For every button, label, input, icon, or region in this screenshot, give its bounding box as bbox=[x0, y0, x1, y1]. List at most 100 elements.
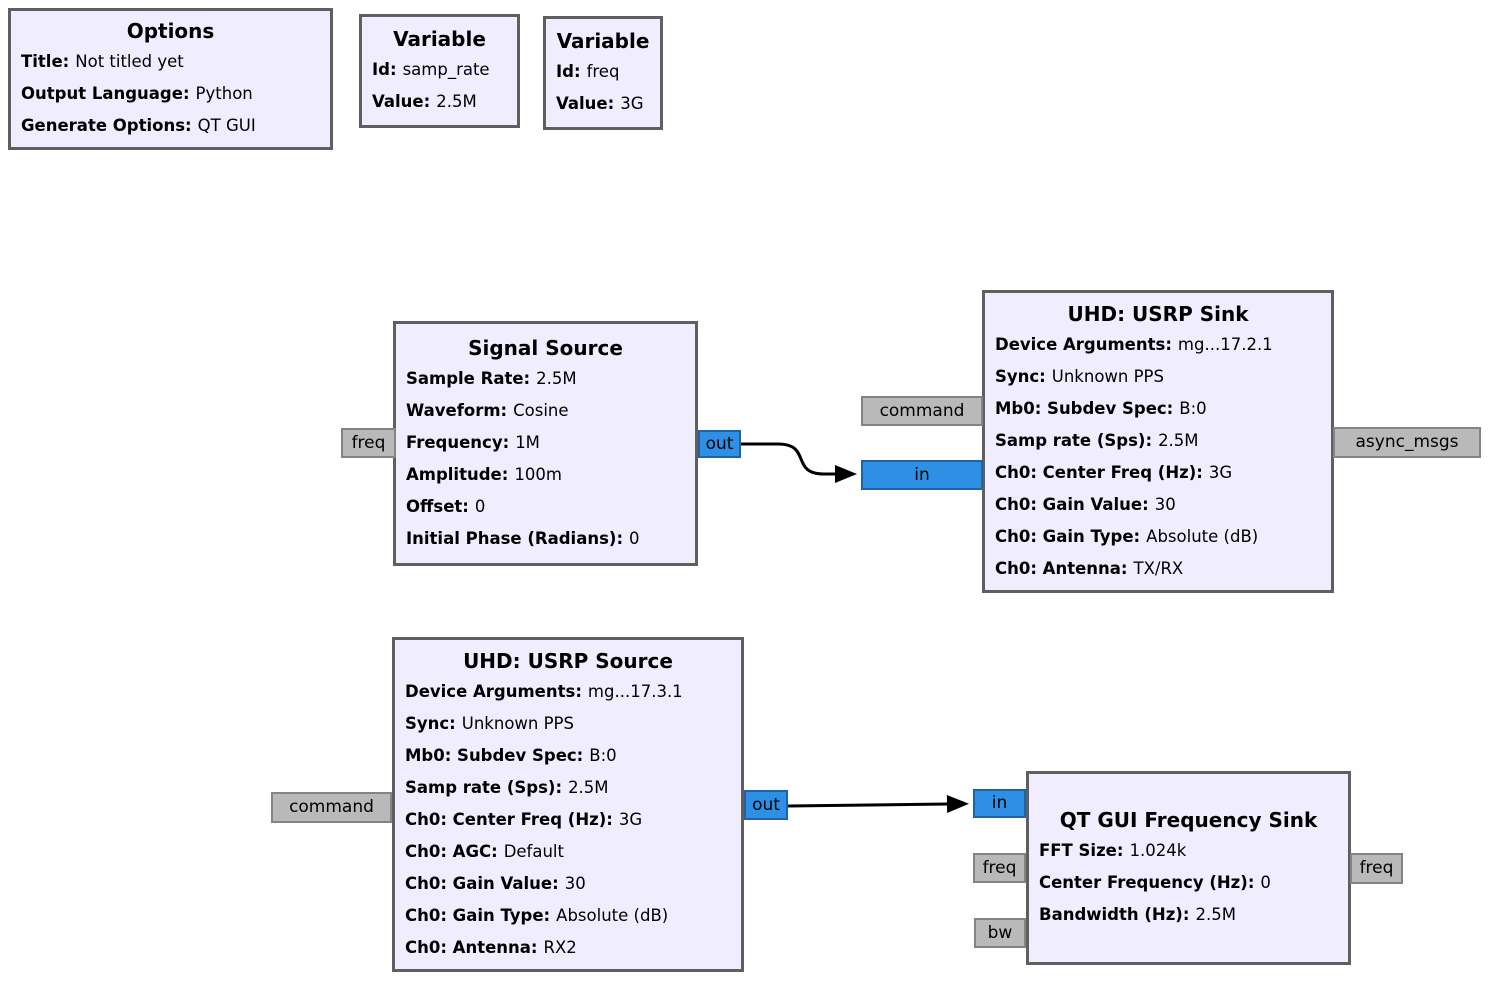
param-label: Id: bbox=[372, 60, 397, 79]
param-label: Value: bbox=[372, 92, 431, 111]
param-line: Bandwidth (Hz): 2.5M bbox=[1039, 899, 1338, 931]
param-line: Samp rate (Sps):2.5M bbox=[995, 425, 1321, 457]
param-label: Sync: bbox=[405, 713, 456, 733]
param-line: Waveform:Cosine bbox=[406, 395, 685, 427]
param-value: 0 bbox=[629, 528, 640, 548]
block-title: UHD: USRP Source bbox=[463, 648, 673, 673]
param-value: 2.5M bbox=[568, 777, 609, 797]
port-qt-freq-sink-in[interactable]: in bbox=[973, 789, 1026, 818]
port-usrp-sink-command-in[interactable]: command bbox=[861, 396, 983, 426]
port-signal-source-out[interactable]: out bbox=[698, 430, 741, 458]
block-options[interactable]: Options Title: Not titled yet Output Lang… bbox=[8, 8, 333, 150]
param-label: FFT Size: bbox=[1039, 841, 1124, 860]
param-value: Default bbox=[503, 841, 564, 861]
param-label: Output Language: bbox=[21, 84, 190, 103]
param-value: Absolute (dB) bbox=[556, 905, 669, 925]
block-qt-gui-frequency-sink[interactable]: QT GUI Frequency Sink FFT Size: 1.024k Ce… bbox=[1026, 771, 1351, 965]
port-signal-source-freq-in[interactable]: freq bbox=[341, 428, 396, 458]
param-line: FFT Size: 1.024k bbox=[1039, 835, 1338, 867]
port-usrp-source-out[interactable]: out bbox=[744, 790, 788, 820]
param-label: Ch0: Center Freq (Hz): bbox=[995, 462, 1203, 482]
param-label: Sample Rate: bbox=[406, 368, 531, 388]
param-label: Device Arguments: bbox=[995, 334, 1172, 354]
param-line: Ch0: Center Freq (Hz):3G bbox=[995, 457, 1321, 489]
param-value: freq bbox=[586, 62, 620, 81]
param-line: Device Arguments:mg...17.3.1 bbox=[405, 676, 731, 708]
param-label: Initial Phase (Radians): bbox=[406, 528, 624, 548]
param-value: 30 bbox=[1154, 494, 1176, 514]
wire-usrp-source-out-to-qt-freq-sink-in[interactable] bbox=[787, 795, 969, 814]
param-value: mg...17.2.1 bbox=[1177, 334, 1273, 354]
port-usrp-sink-in[interactable]: in bbox=[861, 460, 983, 490]
param-label: Ch0: Center Freq (Hz): bbox=[405, 809, 613, 829]
param-line: Amplitude:100m bbox=[406, 459, 685, 491]
param-label: Samp rate (Sps): bbox=[405, 777, 563, 797]
param-label: Ch0: AGC: bbox=[405, 841, 498, 861]
param-line: Value:2.5M bbox=[372, 86, 507, 118]
param-label: Amplitude: bbox=[406, 464, 509, 484]
port-usrp-sink-async-msgs-out[interactable]: async_msgs bbox=[1333, 427, 1481, 458]
param-label: Mb0: Subdev Spec: bbox=[995, 398, 1174, 418]
param-label: Waveform: bbox=[406, 400, 508, 420]
param-line: Ch0: Gain Type:Absolute (dB) bbox=[995, 521, 1321, 553]
param-value: 100m bbox=[514, 464, 562, 484]
param-value: B:0 bbox=[1179, 398, 1207, 418]
param-line: Sync:Unknown PPS bbox=[995, 361, 1321, 393]
param-line: Center Frequency (Hz): 0 bbox=[1039, 867, 1338, 899]
port-usrp-source-command-in[interactable]: command bbox=[271, 792, 392, 823]
param-line: Device Arguments:mg...17.2.1 bbox=[995, 329, 1321, 361]
param-line: Ch0: Gain Value:30 bbox=[405, 868, 731, 900]
param-line: Initial Phase (Radians):0 bbox=[406, 523, 685, 555]
param-line: Ch0: Gain Value:30 bbox=[995, 489, 1321, 521]
param-label: Ch0: Gain Type: bbox=[405, 905, 551, 925]
block-uhd-usrp-sink[interactable]: UHD: USRP Sink Device Arguments:mg...17.… bbox=[982, 290, 1334, 593]
block-title: Variable bbox=[556, 29, 650, 53]
param-label: Generate Options: bbox=[21, 116, 192, 135]
param-value: 3G bbox=[1208, 462, 1233, 482]
param-value: 2.5M bbox=[1158, 430, 1199, 450]
wire-signal-source-out-to-usrp-sink-in[interactable] bbox=[741, 442, 857, 483]
block-title: Options bbox=[126, 19, 215, 43]
block-variable-samp-rate[interactable]: Variable Id: samp_rate Value:2.5M bbox=[359, 14, 520, 128]
param-value: samp_rate bbox=[402, 60, 490, 79]
port-qt-freq-sink-freq-in[interactable]: freq bbox=[973, 853, 1026, 883]
param-value: Not titled yet bbox=[75, 52, 184, 71]
param-label: Device Arguments: bbox=[405, 681, 582, 701]
param-label: Bandwidth (Hz): bbox=[1039, 905, 1190, 924]
port-qt-freq-sink-freq-out[interactable]: freq bbox=[1350, 853, 1403, 884]
param-label: Samp rate (Sps): bbox=[995, 430, 1153, 450]
param-label: Ch0: Gain Value: bbox=[405, 873, 559, 893]
block-signal-source[interactable]: Signal Source Sample Rate:2.5M Waveform:… bbox=[393, 321, 698, 566]
param-line: Ch0: Antenna:RX2 bbox=[405, 932, 731, 964]
param-value: 3G bbox=[620, 94, 644, 113]
param-value: Cosine bbox=[513, 400, 569, 420]
param-value: 2.5M bbox=[1195, 905, 1236, 924]
param-label: Ch0: Gain Value: bbox=[995, 494, 1149, 514]
param-line: Value:3G bbox=[556, 88, 650, 120]
param-line: Id: samp_rate bbox=[372, 54, 507, 86]
block-title: QT GUI Frequency Sink bbox=[1059, 808, 1318, 832]
param-value: Absolute (dB) bbox=[1146, 526, 1259, 546]
param-label: Sync: bbox=[995, 366, 1046, 386]
block-variable-freq[interactable]: Variable Id: freq Value:3G bbox=[543, 16, 663, 130]
param-line: Sample Rate:2.5M bbox=[406, 363, 685, 395]
param-value: 0 bbox=[474, 496, 486, 516]
param-value: 1M bbox=[515, 432, 540, 452]
port-qt-freq-sink-bw-in[interactable]: bw bbox=[974, 918, 1026, 948]
param-label: Ch0: Antenna: bbox=[405, 937, 538, 957]
param-label: Title: bbox=[21, 52, 70, 71]
block-uhd-usrp-source[interactable]: UHD: USRP Source Device Arguments:mg...1… bbox=[392, 637, 744, 972]
param-value: B:0 bbox=[589, 745, 617, 765]
block-title: Variable bbox=[393, 27, 486, 51]
param-value: 30 bbox=[564, 873, 586, 893]
param-value: 0 bbox=[1260, 873, 1271, 892]
param-value: 1.024k bbox=[1129, 841, 1187, 860]
param-label: Center Frequency (Hz): bbox=[1039, 873, 1255, 892]
block-title: Signal Source bbox=[468, 335, 623, 360]
param-label: Id: bbox=[556, 62, 581, 81]
param-value: TX/RX bbox=[1133, 558, 1184, 578]
param-label: Offset: bbox=[406, 496, 469, 516]
param-line: Ch0: AGC:Default bbox=[405, 836, 731, 868]
param-line: Offset:0 bbox=[406, 491, 685, 523]
param-label: Ch0: Antenna: bbox=[995, 558, 1128, 578]
